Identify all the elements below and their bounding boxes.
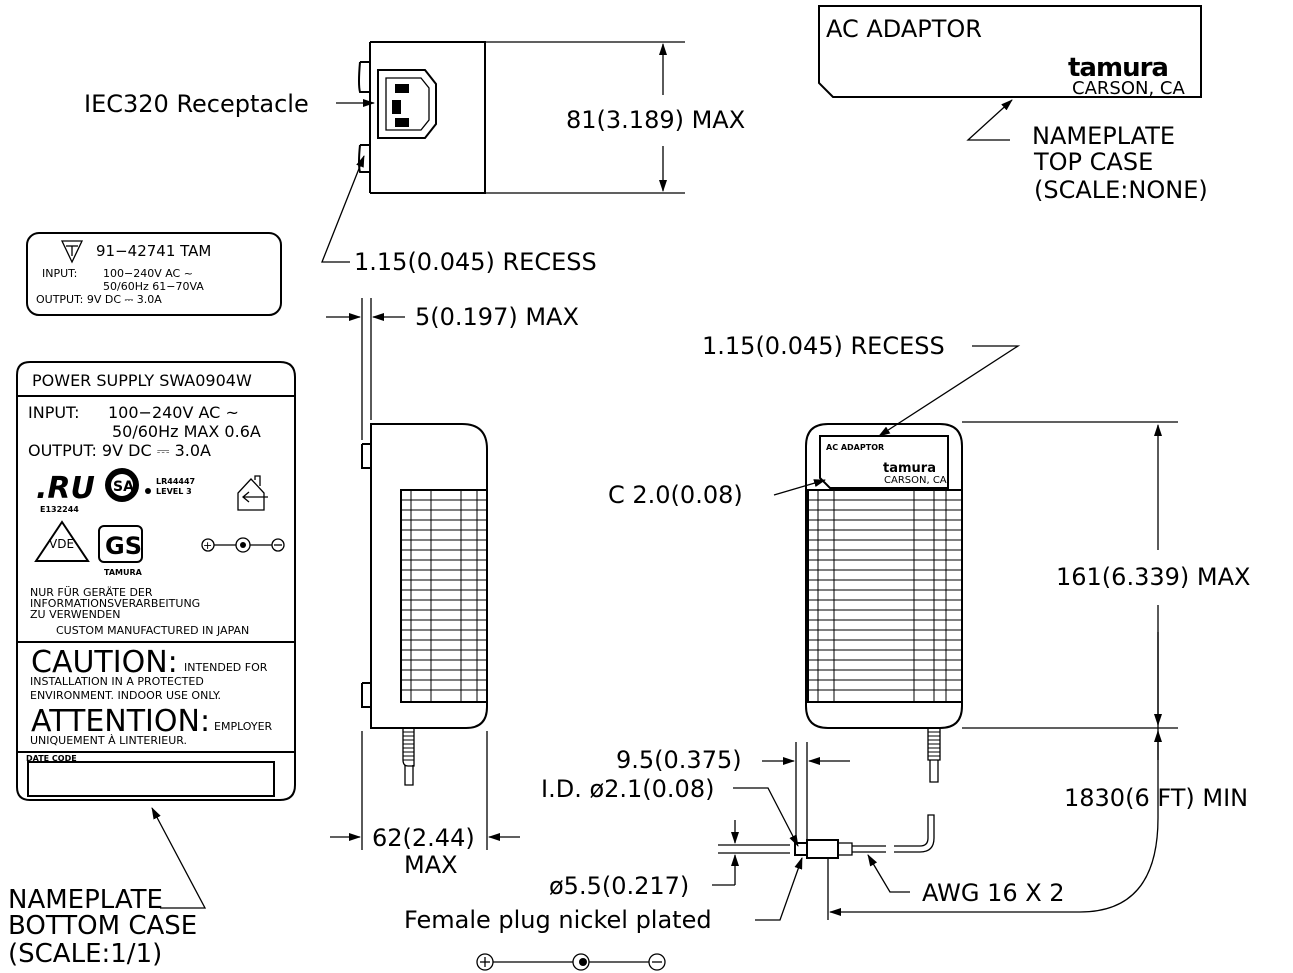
nameplate-bottom-caption-1: NAMEPLATE bbox=[8, 885, 163, 915]
front-recess-dimension: 1.15(0.045) RECESS bbox=[702, 332, 945, 360]
small-label-output: OUTPUT: 9V DC ⎓ 3.0A bbox=[36, 293, 162, 306]
gs-maker: TAMURA bbox=[104, 568, 143, 577]
attention-text-2: UNIQUEMENT À LINTERIEUR. bbox=[30, 734, 187, 747]
top-end-view bbox=[321, 41, 685, 263]
front-label-title: AC ADAPTOR bbox=[826, 443, 884, 452]
plug-length-dimension: 9.5(0.375) bbox=[616, 746, 742, 774]
caution-text-3: ENVIRONMENT. INDOOR USE ONLY. bbox=[30, 689, 221, 702]
csa-level: LEVEL 3 bbox=[156, 487, 192, 496]
plug-id-dimension: I.D. ø2.1(0.08) bbox=[541, 775, 714, 803]
german-line-2: INFORMATIONSVERARBEITUNG bbox=[30, 597, 200, 610]
nameplate-top: AC ADAPTOR tamura CARSON, CA NAMEPLATE T… bbox=[818, 5, 1208, 204]
side-view bbox=[326, 298, 520, 850]
svg-text:.RU: .RU bbox=[36, 471, 95, 506]
cord-length-dimension: 1830(6 FT) MIN bbox=[1064, 784, 1248, 812]
tamura-logo: tamura bbox=[1068, 53, 1168, 83]
csa-reference: LR44447 bbox=[156, 477, 195, 486]
caution-text-2: INSTALLATION IN A PROTECTED bbox=[30, 675, 204, 688]
ul-file-number: E132244 bbox=[40, 505, 79, 514]
ul-mark-icon: .RU bbox=[36, 471, 95, 506]
front-label-location: CARSON, CA bbox=[884, 475, 947, 486]
small-label-input-label: INPUT: bbox=[42, 267, 77, 280]
small-label-input-1: 100−240V AC ~ bbox=[103, 267, 193, 280]
nameplate-top-caption-3: (SCALE:NONE) bbox=[1034, 176, 1208, 204]
attention-heading: ATTENTION: bbox=[31, 704, 210, 739]
chamfer-dimension: C 2.0(0.08) bbox=[608, 481, 743, 509]
small-label-model: 91−42741 TAM bbox=[96, 242, 211, 260]
width-dimension-max: MAX bbox=[404, 851, 458, 879]
nameplate-bottom-input-1: 100−240V AC ~ bbox=[108, 403, 239, 422]
caution-text-1: INTENDED FOR bbox=[184, 661, 268, 674]
caution-heading: CAUTION: bbox=[31, 645, 178, 680]
plug-description: Female plug nickel plated bbox=[404, 906, 712, 934]
gs-mark-icon: GS bbox=[98, 525, 143, 563]
front-cord-strain-relief bbox=[927, 728, 941, 783]
front-label-brand: tamura bbox=[883, 461, 936, 476]
nameplate-top-title: AC ADAPTOR bbox=[826, 15, 982, 43]
german-line-1: NUR FÜR GERÄTE DER bbox=[30, 586, 153, 599]
height-dimension: 81(3.189) MAX bbox=[566, 106, 745, 134]
length-dimension: 161(6.339) MAX bbox=[1056, 563, 1250, 591]
polarity-symbol-icon: + bbox=[201, 537, 285, 553]
bottom-polarity-symbol-icon bbox=[476, 953, 666, 971]
attention-text-1: EMPLOYER bbox=[214, 720, 273, 733]
date-code-label: DATE CODE bbox=[26, 754, 77, 763]
plug-od-dimension: ø5.5(0.217) bbox=[549, 872, 689, 900]
side-cord-strain-relief bbox=[402, 728, 415, 786]
top-recess-dimension: 1.15(0.045) RECESS bbox=[354, 248, 597, 276]
side-grille bbox=[401, 490, 487, 702]
svg-text:GS: GS bbox=[105, 532, 142, 560]
vde-mark-icon: VDE bbox=[34, 520, 90, 562]
svg-text:VDE: VDE bbox=[49, 537, 74, 551]
width-dimension: 62(2.44) bbox=[372, 824, 475, 852]
nameplate-bottom-input-2: 50/60Hz MAX 0.6A bbox=[112, 422, 261, 441]
svg-text:SA: SA bbox=[113, 479, 134, 495]
nameplate-top-caption-2: TOP CASE bbox=[1033, 148, 1153, 176]
nameplate-bottom-input-label: INPUT: bbox=[28, 403, 79, 422]
nameplate-bottom: POWER SUPPLY SWA0904W INPUT: 100−240V AC… bbox=[8, 361, 296, 969]
front-grille bbox=[808, 490, 962, 702]
nameplate-top-location: CARSON, CA bbox=[1072, 78, 1185, 99]
nameplate-top-caption-1: NAMEPLATE bbox=[1032, 122, 1175, 150]
svg-text:+: + bbox=[203, 539, 212, 552]
triangle-mark-icon bbox=[60, 240, 84, 264]
front-view: AC ADAPTOR tamura CARSON, CA bbox=[773, 345, 1178, 783]
depth-dimension: 5(0.197) MAX bbox=[415, 303, 579, 331]
nameplate-bottom-caption-3: (SCALE:1/1) bbox=[8, 939, 162, 969]
german-line-3: ZU VERWENDEN bbox=[30, 608, 120, 621]
plug-detail bbox=[712, 632, 1162, 921]
nameplate-bottom-title: POWER SUPPLY SWA0904W bbox=[32, 371, 252, 390]
iec-receptacle-icon bbox=[377, 69, 437, 139]
csa-mark-icon: SA bbox=[105, 468, 151, 502]
nameplate-bottom-output: OUTPUT: 9V DC ⎓ 3.0A bbox=[28, 441, 211, 460]
small-rating-label: 91−42741 TAM INPUT: 100−240V AC ~ 50/60H… bbox=[26, 232, 282, 316]
small-label-input-2: 50/60Hz 61−70VA bbox=[103, 280, 204, 293]
custom-manufactured: CUSTOM MANUFACTURED IN JAPAN bbox=[56, 624, 249, 637]
indoor-use-icon bbox=[237, 475, 268, 511]
receptacle-callout: IEC320 Receptacle bbox=[84, 90, 309, 118]
nameplate-bottom-caption-2: BOTTOM CASE bbox=[8, 911, 197, 941]
wire-gauge: AWG 16 X 2 bbox=[922, 879, 1065, 907]
